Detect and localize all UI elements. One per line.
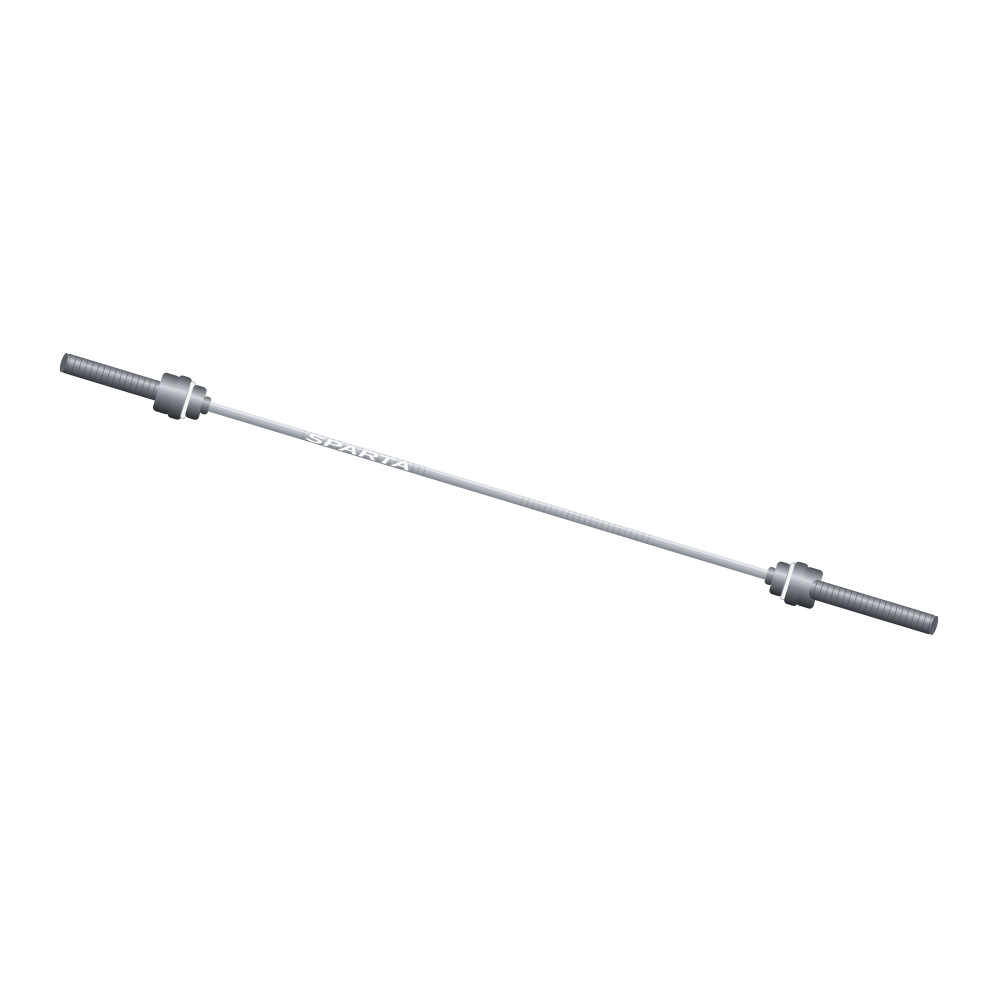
left-collar	[152, 372, 212, 420]
barbell-shaft	[205, 401, 772, 580]
logo-text: SPARTA	[304, 431, 413, 474]
left-sleeve	[59, 352, 169, 402]
right-sleeve	[809, 580, 939, 636]
right-collar	[764, 561, 824, 609]
bar-logo: SPARTA	[304, 431, 413, 474]
